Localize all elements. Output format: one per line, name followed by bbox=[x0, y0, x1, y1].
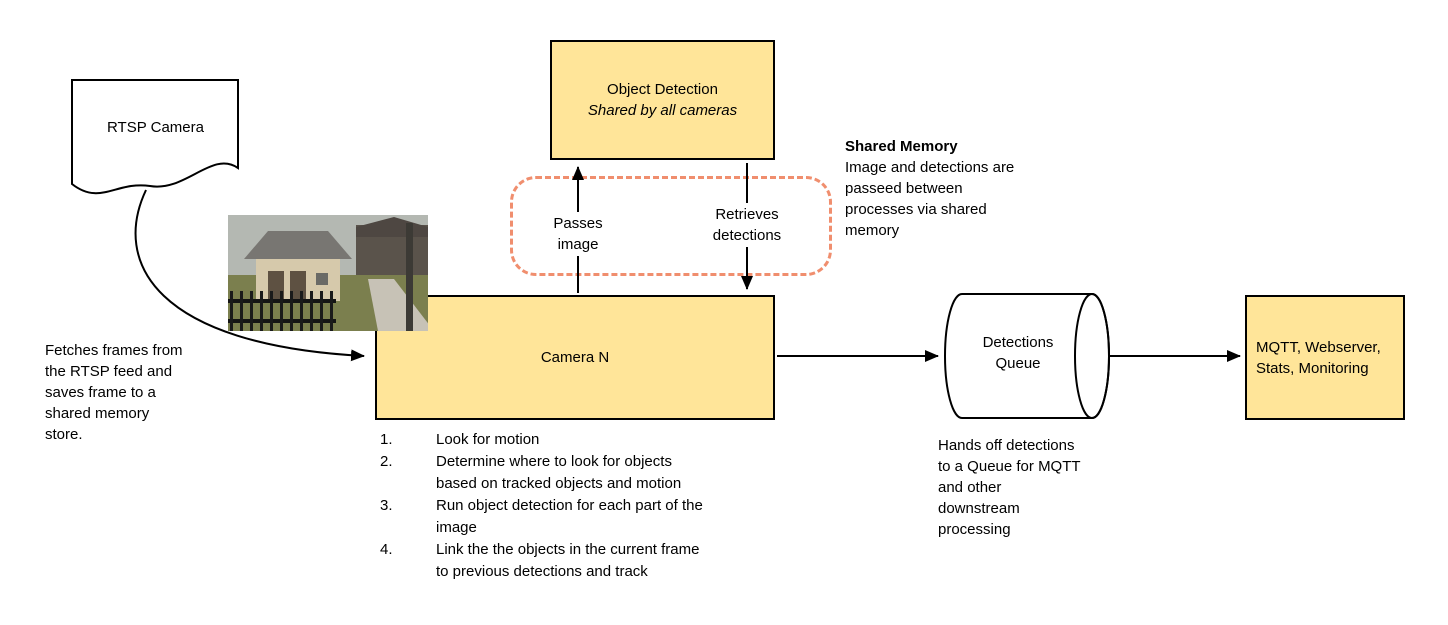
camera-n-label: Camera N bbox=[540, 349, 610, 366]
camera-snapshot-image bbox=[228, 215, 428, 331]
object-detection-subtitle: Shared by all cameras bbox=[587, 102, 738, 119]
shared-memory-note-body: Image and detections are passeed between… bbox=[845, 159, 1015, 239]
retrieves-detections-label: Retrieves detections bbox=[708, 203, 786, 247]
shared-memory-note-title: Shared Memory bbox=[845, 138, 958, 155]
camera-step-text: Link the the objects in the current fram… bbox=[436, 541, 700, 580]
rtsp-camera-label: RTSP Camera bbox=[107, 119, 204, 136]
shared-memory-note: Shared Memory Image and detections are p… bbox=[845, 136, 1030, 241]
node-outputs: MQTT, Webserver, Stats, Monitoring bbox=[1245, 295, 1405, 420]
arrow-rtsp-to-camera bbox=[134, 189, 365, 362]
detections-queue-cap bbox=[1074, 293, 1110, 419]
camera-step-text: Run object detection for each part of th… bbox=[436, 497, 703, 536]
node-camera-n: Camera N bbox=[375, 295, 775, 420]
node-object-detection: Object Detection Shared by all cameras bbox=[550, 40, 775, 160]
rtsp-camera-shape bbox=[71, 79, 239, 195]
camera-steps-list: Look for motion Determine where to look … bbox=[380, 429, 712, 583]
shared-memory-region bbox=[510, 176, 832, 276]
camera-step: Look for motion bbox=[380, 429, 712, 451]
camera-step: Run object detection for each part of th… bbox=[380, 495, 712, 539]
camera-step: Determine where to look for objects base… bbox=[380, 451, 712, 495]
handoff-note: Hands off detections to a Queue for MQTT… bbox=[938, 437, 1081, 538]
detections-queue-label: Detections Queue bbox=[982, 334, 1054, 372]
fetch-frames-note: Fetches frames from the RTSP feed and sa… bbox=[45, 342, 183, 443]
camera-step: Link the the objects in the current fram… bbox=[380, 539, 712, 583]
camera-step-text: Look for motion bbox=[436, 431, 540, 448]
object-detection-title: Object Detection bbox=[607, 81, 718, 98]
camera-step-text: Determine where to look for objects base… bbox=[436, 453, 682, 492]
camera-snapshot-scene bbox=[228, 215, 428, 331]
outputs-label: MQTT, Webserver, Stats, Monitoring bbox=[1256, 338, 1381, 377]
passes-image-label: Passes image bbox=[549, 212, 607, 256]
